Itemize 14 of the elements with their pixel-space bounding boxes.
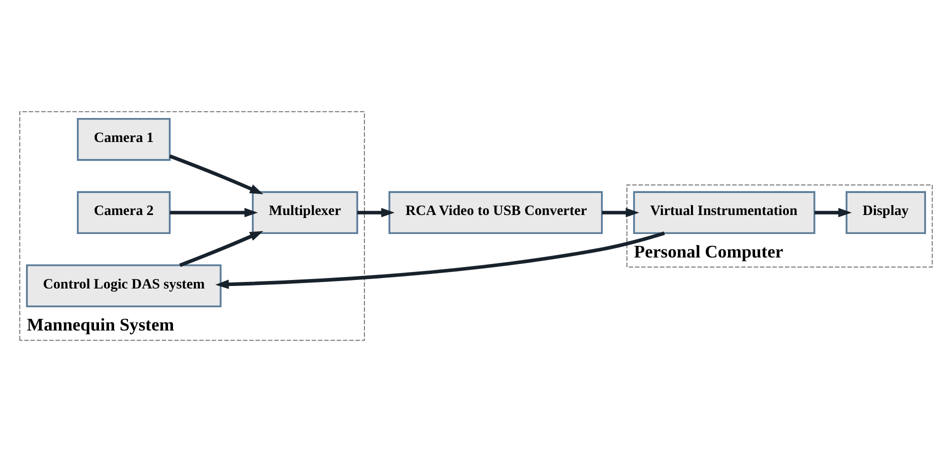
arrow xyxy=(215,230,665,288)
node-box: Camera 2 xyxy=(76,190,171,234)
node-box: Display xyxy=(846,190,926,234)
arrow xyxy=(179,230,264,266)
node-box: Control Logic DAS system xyxy=(26,264,222,307)
node-box: Camera 1 xyxy=(76,117,171,160)
node-box: RCA Video to USB Converter xyxy=(388,190,603,234)
arrow xyxy=(170,207,258,217)
node-box: Virtual Instrumentation xyxy=(633,190,816,234)
arrow xyxy=(814,207,852,217)
arrow xyxy=(357,207,395,217)
arrow xyxy=(169,154,264,194)
arrow xyxy=(602,207,640,217)
node-box: Multiplexer xyxy=(252,190,358,234)
